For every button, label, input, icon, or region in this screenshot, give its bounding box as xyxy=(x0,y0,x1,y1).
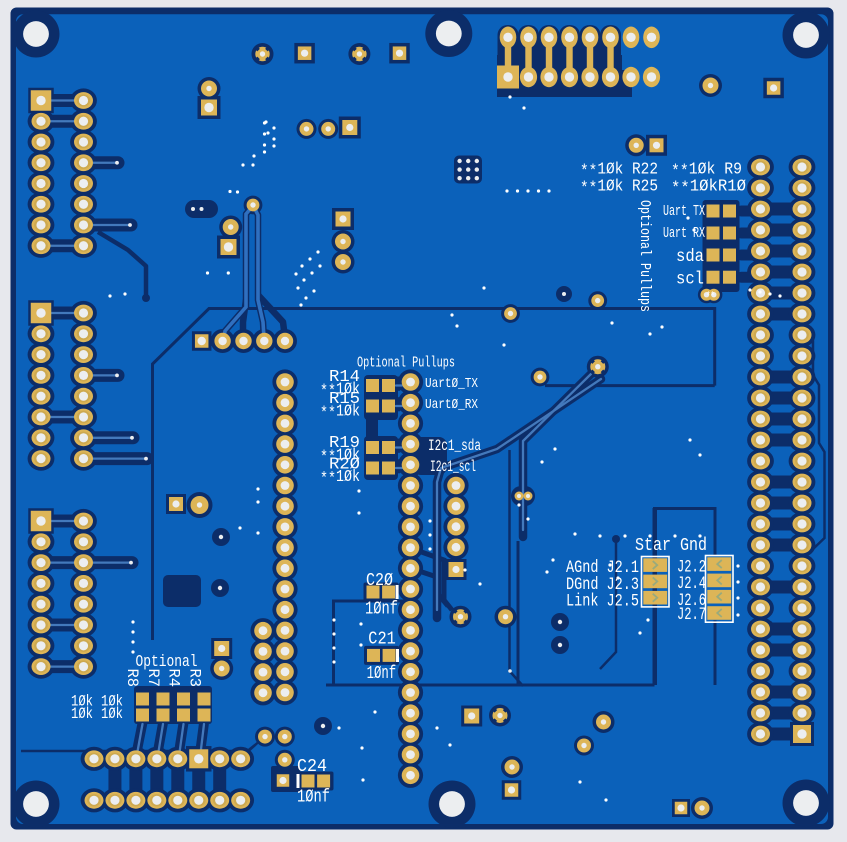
svg-text:R8: R8 xyxy=(123,669,141,688)
svg-text:DGnd J2.3: DGnd J2.3 xyxy=(566,575,639,595)
svg-text:**: ** xyxy=(671,180,690,198)
svg-text:1Øk: 1Øk xyxy=(336,447,360,466)
svg-text:1Øk: 1Øk xyxy=(71,705,93,723)
svg-text:**: ** xyxy=(320,405,336,423)
svg-text:Uart TX: Uart TX xyxy=(663,204,705,220)
svg-text:1Ønf: 1Ønf xyxy=(365,600,398,620)
svg-text:**: ** xyxy=(706,291,715,303)
svg-text:J2.4: J2.4 xyxy=(677,574,706,594)
svg-text:1Øk: 1Øk xyxy=(101,693,123,711)
svg-text:C2Ø: C2Ø xyxy=(366,571,393,591)
svg-text:J2.6: J2.6 xyxy=(677,591,706,611)
svg-text:1Øk R25: 1Øk R25 xyxy=(597,178,658,197)
svg-text:1Øk: 1Øk xyxy=(101,705,123,723)
svg-text:C24: C24 xyxy=(297,757,327,777)
svg-text:1ØkR1Ø: 1ØkR1Ø xyxy=(690,178,746,197)
svg-text:I2c1_sda: I2c1_sda xyxy=(428,437,481,455)
svg-text:1Øk: 1Øk xyxy=(336,468,360,487)
svg-text:Optional Pullups: Optional Pullups xyxy=(636,200,652,312)
svg-text:**: ** xyxy=(671,163,689,181)
svg-text:1Ønf: 1Ønf xyxy=(297,788,330,808)
svg-text:**: ** xyxy=(320,449,336,467)
svg-text:Star Gnd: Star Gnd xyxy=(635,536,707,556)
svg-text:R3: R3 xyxy=(185,669,203,688)
svg-text:R7: R7 xyxy=(144,669,162,688)
svg-text:1Ønf: 1Ønf xyxy=(367,664,397,684)
svg-text:1Øk: 1Øk xyxy=(336,403,360,422)
svg-text:1Øk R9: 1Øk R9 xyxy=(689,161,742,180)
svg-text:I2c1_scl: I2c1_scl xyxy=(430,458,476,476)
svg-text:**: ** xyxy=(580,180,597,198)
svg-text:UartØ_RX: UartØ_RX xyxy=(425,397,478,413)
svg-text:J2.2: J2.2 xyxy=(677,558,706,578)
svg-text:Optional Pullups: Optional Pullups xyxy=(357,356,455,372)
svg-text:scl: scl xyxy=(676,270,704,290)
svg-text:1Øk R22: 1Øk R22 xyxy=(597,161,658,180)
svg-text:R14: R14 xyxy=(329,368,360,387)
svg-text:Link J2.5: Link J2.5 xyxy=(566,592,639,612)
svg-text:UartØ_TX: UartØ_TX xyxy=(425,376,478,392)
svg-text:J2.7: J2.7 xyxy=(677,605,706,625)
svg-text:R4: R4 xyxy=(165,669,183,688)
svg-text:**: ** xyxy=(580,163,597,181)
svg-text:Uart RX: Uart RX xyxy=(663,226,705,242)
svg-text:**: ** xyxy=(320,470,336,488)
svg-text:R19: R19 xyxy=(329,434,360,453)
svg-text:R2Ø: R2Ø xyxy=(329,456,360,475)
svg-text:Optional: Optional xyxy=(136,653,198,672)
svg-text:1Øk: 1Øk xyxy=(71,693,93,711)
svg-text:R15: R15 xyxy=(329,390,360,409)
svg-text:AGnd J2.1: AGnd J2.1 xyxy=(566,558,639,578)
svg-text:1Øk: 1Øk xyxy=(336,381,360,400)
svg-text:C21: C21 xyxy=(368,629,396,649)
svg-text:**: ** xyxy=(320,383,336,401)
svg-text:sda: sda xyxy=(676,247,704,267)
